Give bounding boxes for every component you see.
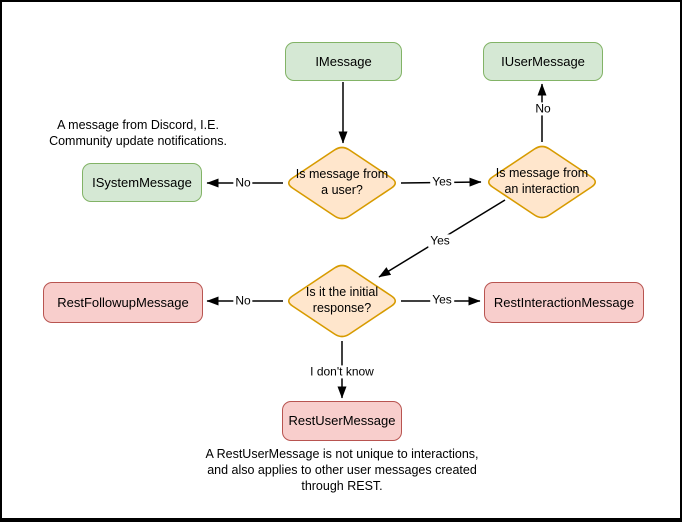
edge-label-user-no: No bbox=[233, 175, 253, 190]
node-isystemmessage: ISystemMessage bbox=[82, 163, 202, 202]
decision-diamond-initial-response bbox=[287, 264, 397, 338]
edge-label-initial-yes: Yes bbox=[430, 292, 454, 307]
node-imessage: IMessage bbox=[285, 42, 402, 81]
edge-label-initial-no: No bbox=[233, 293, 253, 308]
edge-label-interaction-yes: Yes bbox=[428, 233, 452, 248]
annotation-restuser-note: A RestUserMessage is not unique to inter… bbox=[205, 447, 479, 493]
node-restinteractionmessage: RestInteractionMessage bbox=[484, 282, 644, 323]
annotation-system-message-note: A message from Discord, I.E. Community u… bbox=[49, 118, 227, 148]
node-restusermessage: RestUserMessage bbox=[282, 401, 402, 441]
edge-label-interaction-no: No bbox=[533, 101, 553, 116]
edge-label-user-yes: Yes bbox=[430, 174, 454, 189]
node-iusermessage: IUserMessage bbox=[483, 42, 603, 81]
decision-diamond-from-user bbox=[287, 146, 397, 220]
edge-label-initial-unknown: I don't know bbox=[308, 364, 376, 379]
node-restfollowupmessage: RestFollowupMessage bbox=[43, 282, 203, 323]
decision-diamond-from-interaction bbox=[487, 145, 597, 219]
